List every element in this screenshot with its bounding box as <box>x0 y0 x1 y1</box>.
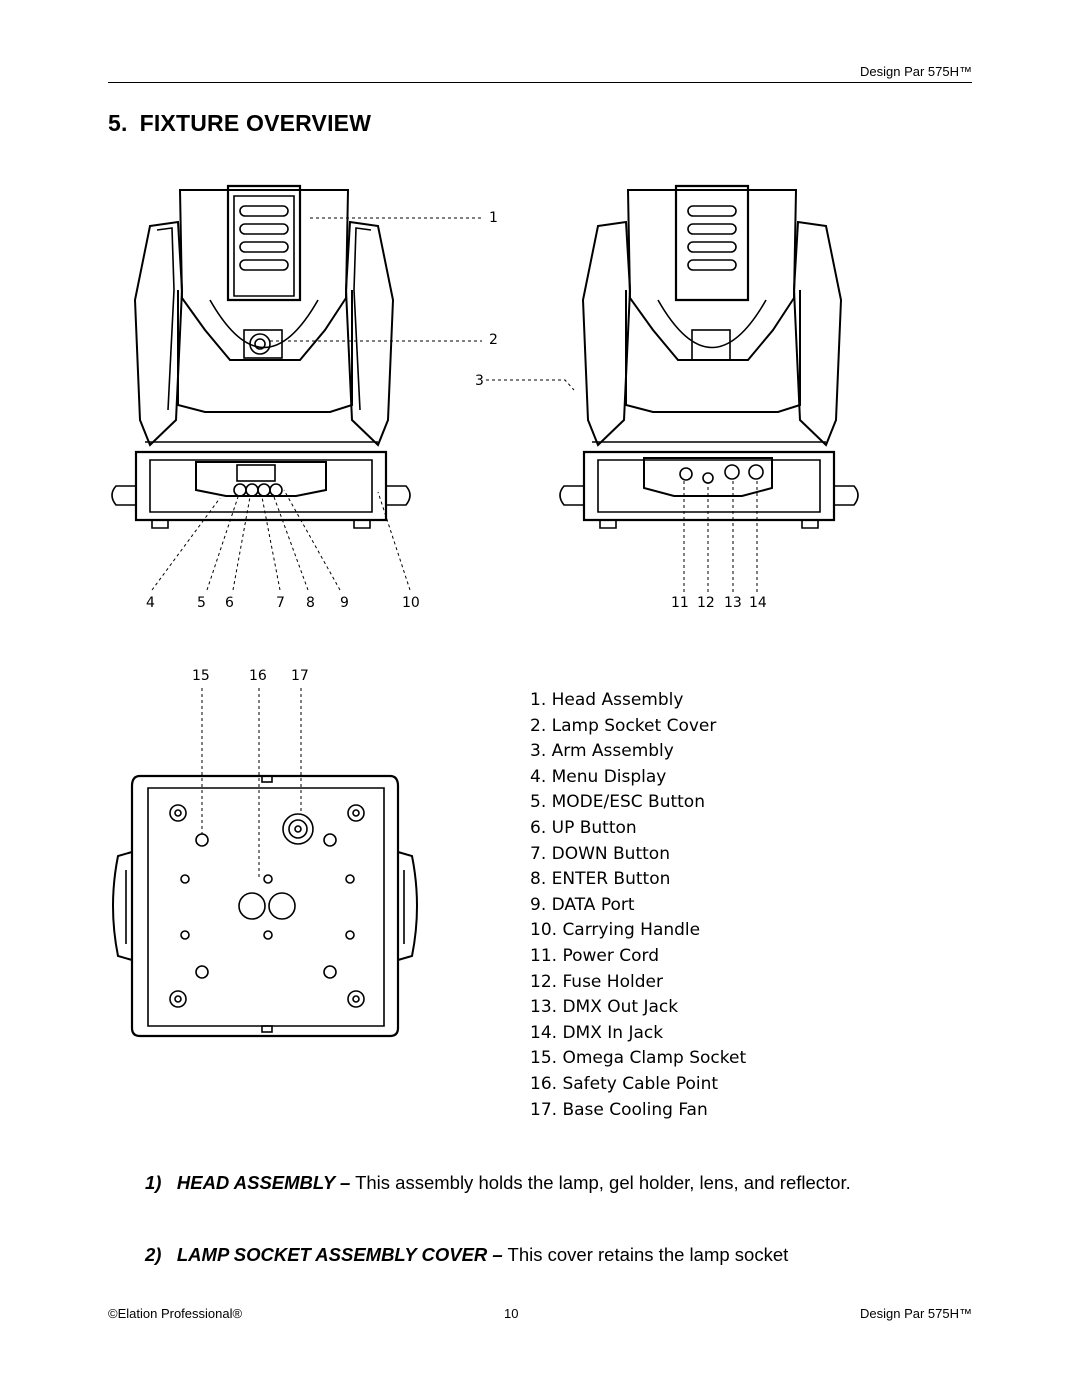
legend-item: 10. Carrying Handle <box>530 920 701 941</box>
parts-legend: 1. Head Assembly 2. Lamp Socket Cover 3.… <box>530 688 746 1123</box>
legend-item: 14. DMX In Jack <box>530 1022 664 1043</box>
description-term: HEAD ASSEMBLY – <box>176 1172 351 1193</box>
callout-2: 2 <box>489 332 498 348</box>
description-text: This cover retains the lamp socket <box>507 1244 789 1265</box>
callout-6: 6 <box>225 595 234 611</box>
legend-item: 2. Lamp Socket Cover <box>530 715 717 736</box>
callout-9: 9 <box>340 595 349 611</box>
callout-1: 1 <box>489 210 498 226</box>
section-number: 5. <box>108 110 128 136</box>
legend-item: 16. Safety Cable Point <box>530 1073 719 1094</box>
footer-page-number: 10 <box>504 1306 519 1321</box>
legend-item: 7. DOWN Button <box>530 843 670 864</box>
callout-5: 5 <box>197 595 206 611</box>
legend-item: 9. DATA Port <box>530 894 635 915</box>
leader-lines <box>151 217 758 878</box>
callout-13: 13 <box>724 595 742 611</box>
description-number: 1) <box>145 1172 162 1193</box>
callout-4: 4 <box>146 595 155 611</box>
callout-15: 15 <box>192 668 210 684</box>
front-view-drawing <box>111 184 411 529</box>
legend-item: 4. Menu Display <box>530 766 667 787</box>
legend-item: 3. Arm Assembly <box>530 741 674 762</box>
bottom-view-drawing <box>112 774 418 1038</box>
legend-item: 1. Head Assembly <box>530 690 684 710</box>
header-product-name: Design Par 575H™ <box>860 64 972 79</box>
callout-17: 17 <box>291 668 309 684</box>
callout-14: 14 <box>749 595 767 611</box>
callout-7: 7 <box>276 595 285 611</box>
callout-3: 3 <box>475 373 484 389</box>
legend-item: 13. DMX Out Jack <box>530 997 679 1018</box>
section-title-text: FIXTURE OVERVIEW <box>139 110 372 136</box>
legend-item: 5. MODE/ESC Button <box>530 792 705 813</box>
footer-product-name: Design Par 575H™ <box>860 1306 972 1321</box>
legend-item: 17. Base Cooling Fan <box>530 1099 708 1120</box>
footer-copyright: ©Elation Professional® <box>108 1306 243 1321</box>
legend-item: 11. Power Cord <box>530 945 659 966</box>
callout-10: 10 <box>402 595 420 611</box>
description-text: This assembly holds the lamp, gel holder… <box>355 1172 851 1193</box>
legend-item: 8. ENTER Button <box>530 869 671 890</box>
page-header: Design Par 575H™ <box>108 58 972 83</box>
legend-item: 12. Fuse Holder <box>530 971 663 992</box>
description-lamp-socket-cover: 2) LAMP SOCKET ASSEMBLY COVER – This cov… <box>145 1244 788 1266</box>
legend-item: 15. Omega Clamp Socket <box>530 1048 747 1069</box>
description-head-assembly: 1) HEAD ASSEMBLY – This assembly holds t… <box>145 1172 851 1194</box>
callout-8: 8 <box>306 595 315 611</box>
description-number: 2) <box>145 1244 162 1265</box>
callout-11: 11 <box>671 595 689 611</box>
rear-view-drawing <box>559 184 859 529</box>
section-title: 5. FIXTURE OVERVIEW <box>108 110 371 137</box>
callout-12: 12 <box>697 595 715 611</box>
description-term: LAMP SOCKET ASSEMBLY COVER – <box>176 1244 503 1265</box>
callout-16: 16 <box>249 668 267 684</box>
legend-item: 6. UP Button <box>530 817 637 838</box>
